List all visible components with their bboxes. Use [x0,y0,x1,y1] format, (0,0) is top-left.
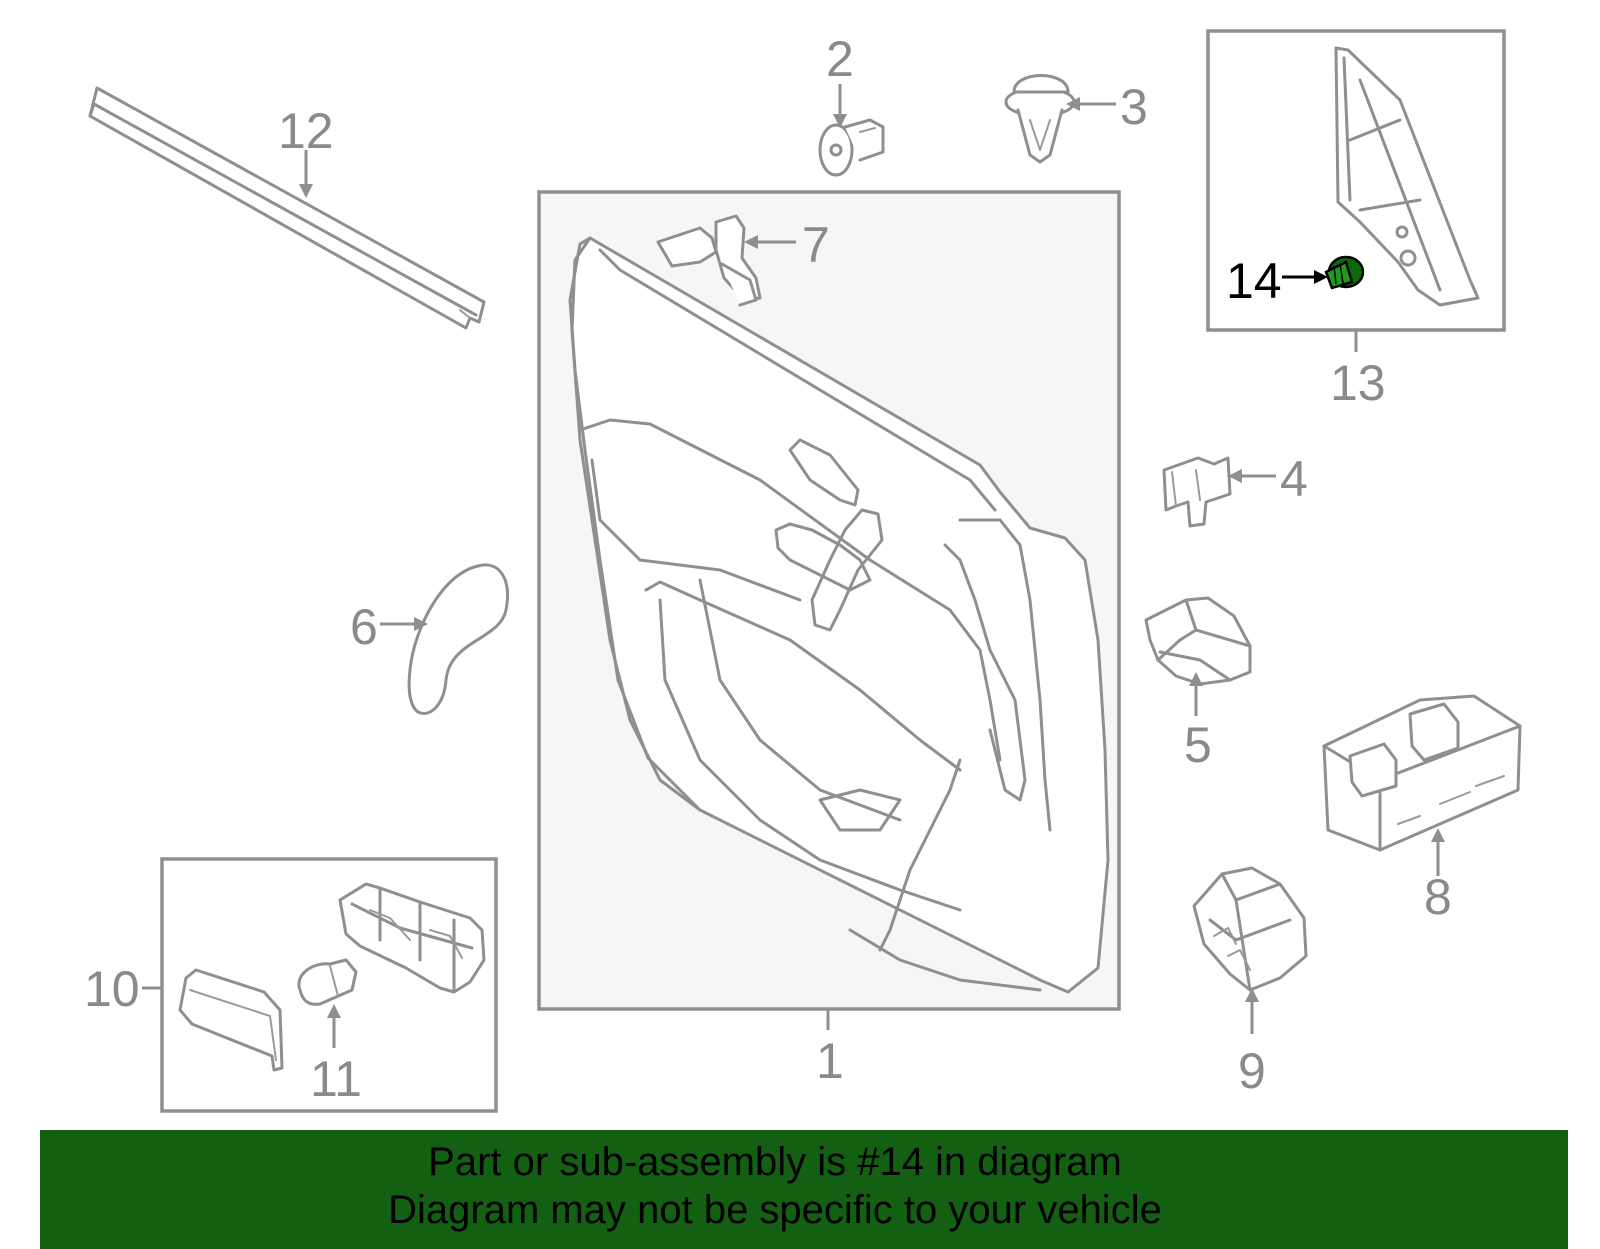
part-2-clip[interactable] [818,118,885,177]
footer-line-2: Diagram may not be specific to your vehi… [388,1188,1162,1232]
footer-banner: Part or sub-assembly is #14 in diagram D… [40,1130,1568,1249]
svg-text:11: 11 [310,1051,362,1107]
callout-1: 1 [816,1009,844,1089]
svg-text:3: 3 [1120,79,1148,135]
svg-text:13: 13 [1330,355,1386,411]
part-10-lens[interactable] [178,968,284,1072]
callout-13: 13 [1330,330,1386,411]
footer-line-1: Part or sub-assembly is #14 in diagram [428,1140,1122,1184]
callout-9: 9 [1238,988,1266,1099]
svg-text:1: 1 [816,1033,844,1089]
callout-6: 6 [350,599,428,655]
part-14-screw[interactable] [1324,255,1365,290]
svg-text:4: 4 [1280,451,1308,507]
part-1-door-trim-panel[interactable] [568,236,1110,994]
part-9-switch[interactable] [1192,866,1308,992]
svg-text:12: 12 [278,103,334,159]
callout-11: 11 [310,1004,362,1107]
part-12-trim-strip[interactable] [88,86,486,330]
part-4-small-clip[interactable] [1162,456,1232,528]
callout-5: 5 [1184,672,1212,773]
part-11-bulb[interactable] [297,958,358,1006]
svg-text:6: 6 [350,599,378,655]
part-7-clip-bracket[interactable] [656,214,762,307]
svg-text:14: 14 [1226,253,1282,309]
svg-text:7: 7 [802,217,830,273]
svg-text:2: 2 [826,31,854,87]
callout-4: 4 [1228,451,1308,507]
part-3-fastener[interactable] [1004,74,1076,164]
svg-text:8: 8 [1424,869,1452,925]
svg-text:10: 10 [84,961,140,1017]
svg-text:9: 9 [1238,1043,1266,1099]
callout-10: 10 [84,961,162,1017]
part-10-housing[interactable] [338,882,486,994]
part-6-pad[interactable] [407,563,509,715]
part-8-window-switch[interactable] [1322,694,1522,852]
group-box-10 [160,857,498,1113]
callout-7: 7 [744,217,830,273]
callout-8: 8 [1424,828,1452,925]
svg-text:5: 5 [1184,717,1212,773]
part-13-mirror-trim[interactable] [1334,46,1480,307]
callout-14: 14 [1226,253,1328,309]
callout-3: 3 [1066,79,1148,135]
part-5-bracket[interactable] [1144,596,1252,686]
callout-2: 2 [826,31,854,128]
callout-12: 12 [278,103,334,198]
